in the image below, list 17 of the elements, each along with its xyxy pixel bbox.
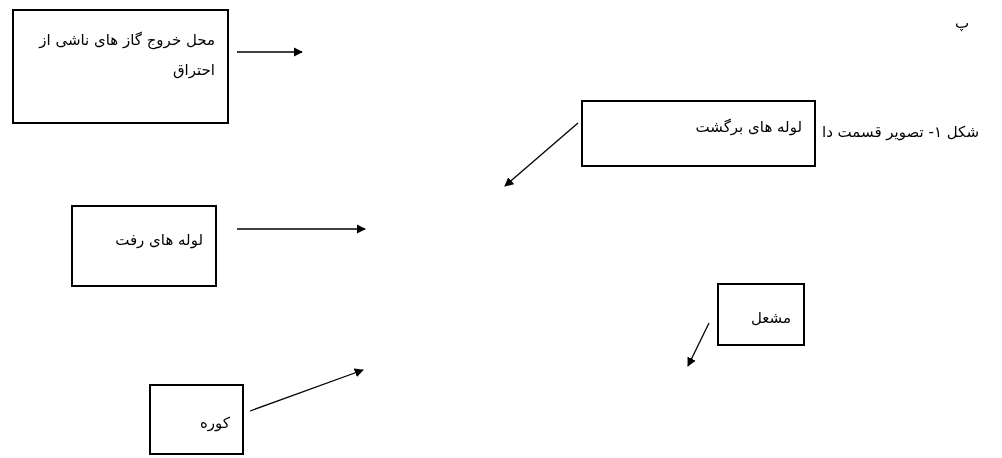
arrow	[236, 47, 303, 57]
label-box	[149, 384, 244, 455]
arrow	[236, 224, 366, 234]
label-box	[717, 283, 805, 346]
box-text: محل خروج گاز های ناشی از احتراق	[37, 30, 215, 81]
label-box	[71, 205, 217, 287]
page-letter: پ	[955, 13, 970, 34]
label-box	[581, 100, 816, 167]
box-text: لوله های برگشت	[694, 117, 802, 138]
arrow	[249, 368, 364, 412]
label-box	[12, 9, 229, 124]
arrow	[687, 322, 710, 367]
figure-caption: شکل ۱- تصویر قسمت دا	[822, 122, 979, 143]
box-text: لوله های رفت	[114, 230, 203, 251]
arrow	[504, 122, 579, 187]
box-text: مشعل	[750, 308, 791, 329]
box-text: کوره	[199, 413, 230, 434]
